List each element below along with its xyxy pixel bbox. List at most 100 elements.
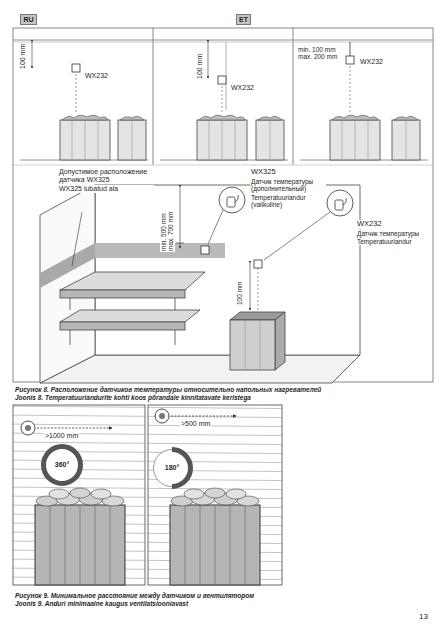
side-view-panels-part (222, 86, 223, 114)
ring-outline-thin (154, 450, 191, 487)
side-view-panels-part (13, 40, 433, 160)
ventilation-panels-part (25, 425, 31, 431)
sauna-room-part (230, 320, 275, 370)
dimension: min. 500 mm max. 700 mm (160, 206, 175, 252)
side-view-panels-part (153, 40, 293, 41)
angle-value: 360° (55, 461, 69, 469)
ventilation-panels-part (170, 488, 260, 585)
side-view-panels-part (330, 115, 380, 160)
ring-arc (44, 447, 81, 484)
figure-frame-part (13, 28, 433, 382)
language-code: ET (239, 16, 248, 24)
figure-frame-part (13, 165, 433, 166)
sensor-code: WX232 (230, 84, 255, 92)
figure-frame (13, 28, 433, 382)
side-view-panels (13, 40, 433, 160)
side-view-panels-part (153, 42, 293, 43)
sauna-room-part (175, 298, 176, 310)
language-tag: RU (20, 14, 37, 25)
dimension: min. 100 mm max. 200 mm (297, 46, 343, 61)
ventilation-panels-part (155, 409, 169, 423)
sensor-code: WX232 (359, 58, 384, 66)
sensors-part (201, 246, 209, 254)
ventilation-panels-part (21, 421, 35, 435)
sauna-room-part (70, 330, 71, 345)
zone-note: WX325 lubatud ala (58, 185, 154, 193)
side-view-panels-part (392, 116, 420, 160)
angle-value: 180° (165, 464, 179, 472)
distance: >500 mm (180, 420, 211, 428)
side-view-panels-part (118, 116, 146, 160)
side-view-panels-part (350, 66, 351, 112)
side-view-panels-part (293, 42, 433, 43)
leader-lines-part (208, 210, 223, 244)
sauna-room-part (60, 310, 200, 322)
sensor-description: Датчик температуры (дополнительный) (250, 178, 326, 193)
sensors (201, 187, 353, 268)
figure-caption: Рисунок 8. Расположение датчиков темпера… (14, 386, 434, 393)
sauna-room-part (40, 355, 360, 383)
sensor-code: WX325 (250, 168, 277, 177)
side-view-panels-part (32, 42, 33, 68)
sensor-code: WX232 (356, 220, 383, 229)
sauna-room-part (260, 320, 261, 370)
dimension: 100 mm (236, 281, 243, 306)
distance: >1000 mm (44, 432, 79, 440)
rotation-badge: 180° (150, 446, 194, 490)
language-code: RU (23, 16, 33, 24)
sensors-part (219, 187, 245, 213)
figure-frame-part (153, 28, 154, 165)
dimension-lines-part (258, 268, 259, 310)
dimension-lines (176, 187, 258, 310)
sauna-room-part (175, 330, 176, 345)
dimension: 100 mm (19, 43, 27, 70)
side-view-panels-part (293, 40, 433, 41)
sauna-room-part (70, 298, 71, 310)
side-view-panels-part (197, 115, 247, 160)
leader-lines-part (72, 212, 82, 266)
figure-frame-part (293, 28, 294, 165)
ventilation-panels-part (148, 405, 282, 585)
side-view-panels-part (208, 42, 209, 78)
ventilation-panels-part (13, 405, 145, 585)
sensor-description: Temperatuuriandur (356, 238, 428, 245)
ventilation-panels-part (159, 413, 165, 419)
page-number: 13 (418, 612, 429, 621)
side-view-panels-part (72, 64, 80, 72)
side-view-panels-part (256, 116, 284, 160)
sauna-room-part (275, 312, 285, 370)
figure-caption: Рисунок 9. Минимальное расстояние между … (14, 592, 434, 599)
side-view-panels-part (60, 115, 110, 160)
dimension-lines-part (180, 187, 181, 248)
sauna-room-part (245, 320, 246, 370)
zone-note: Допустимое расположение датчика WX325 (58, 168, 154, 184)
sensor-description: Temperatuuriandur (valikuline) (250, 194, 326, 209)
side-view-panels-part (13, 40, 153, 41)
leader-lines-part (264, 212, 330, 260)
dimension-lines-part (250, 263, 251, 310)
sensors-part (254, 260, 262, 268)
sensor-code: WX232 (84, 72, 109, 80)
leader-lines (72, 210, 330, 266)
sensors-part (327, 190, 353, 216)
sauna-room (40, 185, 360, 383)
sauna-room-part (60, 290, 185, 298)
side-view-panels-part (346, 56, 354, 64)
sauna-room-part (60, 272, 205, 290)
sensor-description: Датчик температуры (356, 230, 422, 237)
side-view-panels-part (76, 74, 77, 112)
side-view-panels-part (218, 76, 226, 84)
ventilation-panels (13, 405, 282, 585)
dimension: 100 mm (196, 53, 204, 80)
dimension-lines-part (176, 243, 184, 244)
sauna-room-part (60, 322, 185, 330)
rotation-badge: 360° (40, 443, 84, 487)
language-tag: ET (236, 14, 251, 25)
side-view-panels-part (350, 42, 351, 56)
ventilation-panels-part (171, 416, 236, 417)
ventilation-panels-part (37, 428, 112, 429)
sensors-part (227, 195, 238, 207)
side-view-panels-part (13, 42, 153, 43)
figure-caption: Joonis 9. Anduri minimaalne kaugus venti… (14, 600, 434, 607)
